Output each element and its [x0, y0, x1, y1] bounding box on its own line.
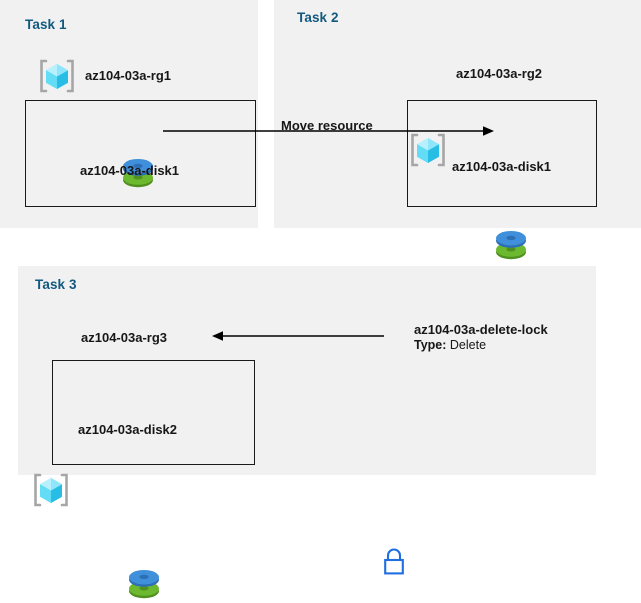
lock-icon [381, 546, 407, 578]
resource-group-box-task3 [52, 360, 255, 465]
task-title-task2: Task 2 [297, 10, 339, 25]
connector-label-move-resource: Move resource [281, 118, 373, 133]
resource-group-label-rg3: az104-03a-rg3 [81, 330, 167, 345]
resource-group-icon [32, 471, 70, 509]
resource-group-label-rg2: az104-03a-rg2 [456, 66, 542, 81]
task-title-task1: Task 1 [25, 17, 67, 32]
managed-disk-icon [491, 226, 531, 264]
resource-group-label-rg1: az104-03a-rg1 [85, 68, 171, 83]
managed-disk-label-disk1-source: az104-03a-disk1 [80, 163, 180, 178]
connector-move-resource [163, 124, 498, 138]
lock-type-value: Delete [446, 338, 487, 352]
managed-disk-label-disk2: az104-03a-disk2 [78, 422, 178, 437]
resource-group-icon [38, 57, 76, 95]
resource-group-box-task1 [25, 100, 256, 207]
lock-type-row: Type: Delete [414, 337, 548, 353]
lock-text-block: az104-03a-delete-lock Type: Delete [414, 322, 548, 353]
connector-lock-applies-to [212, 329, 384, 343]
lock-type-key: Type: [414, 338, 447, 352]
managed-disk-label-disk1-target: az104-03a-disk1 [452, 159, 552, 174]
task-title-task3: Task 3 [35, 277, 77, 292]
lock-label: az104-03a-delete-lock [414, 322, 548, 337]
managed-disk-icon [118, 154, 158, 192]
resource-group-icon [409, 131, 447, 169]
managed-disk-icon [124, 565, 164, 603]
